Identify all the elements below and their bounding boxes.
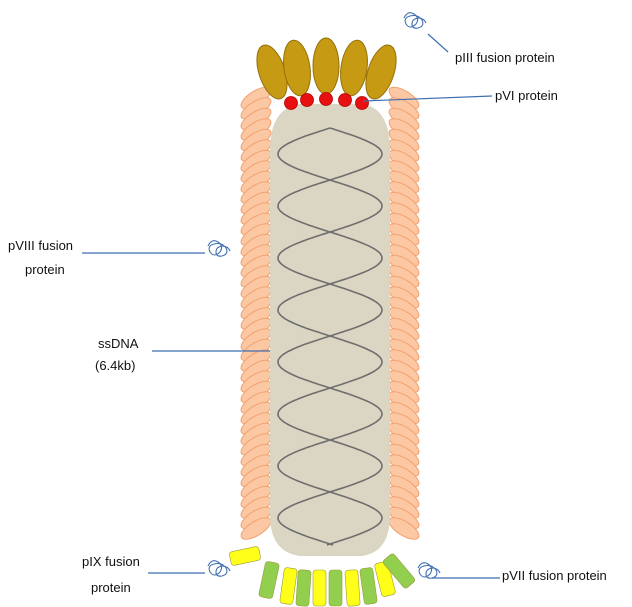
pvi-protein xyxy=(356,97,369,110)
phage-core xyxy=(270,104,390,556)
pvii-protein xyxy=(360,567,378,604)
label-ssdna-line2: (6.4kb) xyxy=(95,358,135,373)
label-pvii: pVII fusion protein xyxy=(502,568,607,583)
pvii-protein xyxy=(258,561,279,599)
pviii-coat-right xyxy=(386,83,422,543)
leader-line xyxy=(363,96,492,101)
piii-protein xyxy=(313,38,339,94)
pvi-protein xyxy=(320,93,333,106)
pviii-coat-left xyxy=(238,83,274,543)
label-pviii-line2: protein xyxy=(25,262,65,277)
fusion-protein-squiggle-icon xyxy=(208,241,230,256)
label-pix-line2: protein xyxy=(91,580,131,595)
pvi-protein xyxy=(339,94,352,107)
fusion-protein-squiggle-icon xyxy=(208,561,230,577)
pvi-protein xyxy=(285,97,298,110)
fusion-protein-squiggle-icon xyxy=(404,13,426,29)
pvi-protein xyxy=(301,94,314,107)
label-pix-line1: pIX fusion xyxy=(82,554,140,569)
label-ssdna-line1: ssDNA xyxy=(98,336,139,351)
leader-line xyxy=(428,34,448,52)
pvii-protein xyxy=(296,570,311,607)
fusion-protein-squiggle-icon xyxy=(418,563,440,579)
pvii-protein xyxy=(329,570,342,606)
pix-protein xyxy=(280,567,298,604)
pix-protein xyxy=(345,570,360,607)
label-pviii-line1: pVIII fusion xyxy=(8,238,73,253)
pix-protein xyxy=(229,546,261,566)
pix-protein xyxy=(313,570,326,606)
label-piii: pIII fusion protein xyxy=(455,50,555,65)
label-pvi: pVI protein xyxy=(495,88,558,103)
